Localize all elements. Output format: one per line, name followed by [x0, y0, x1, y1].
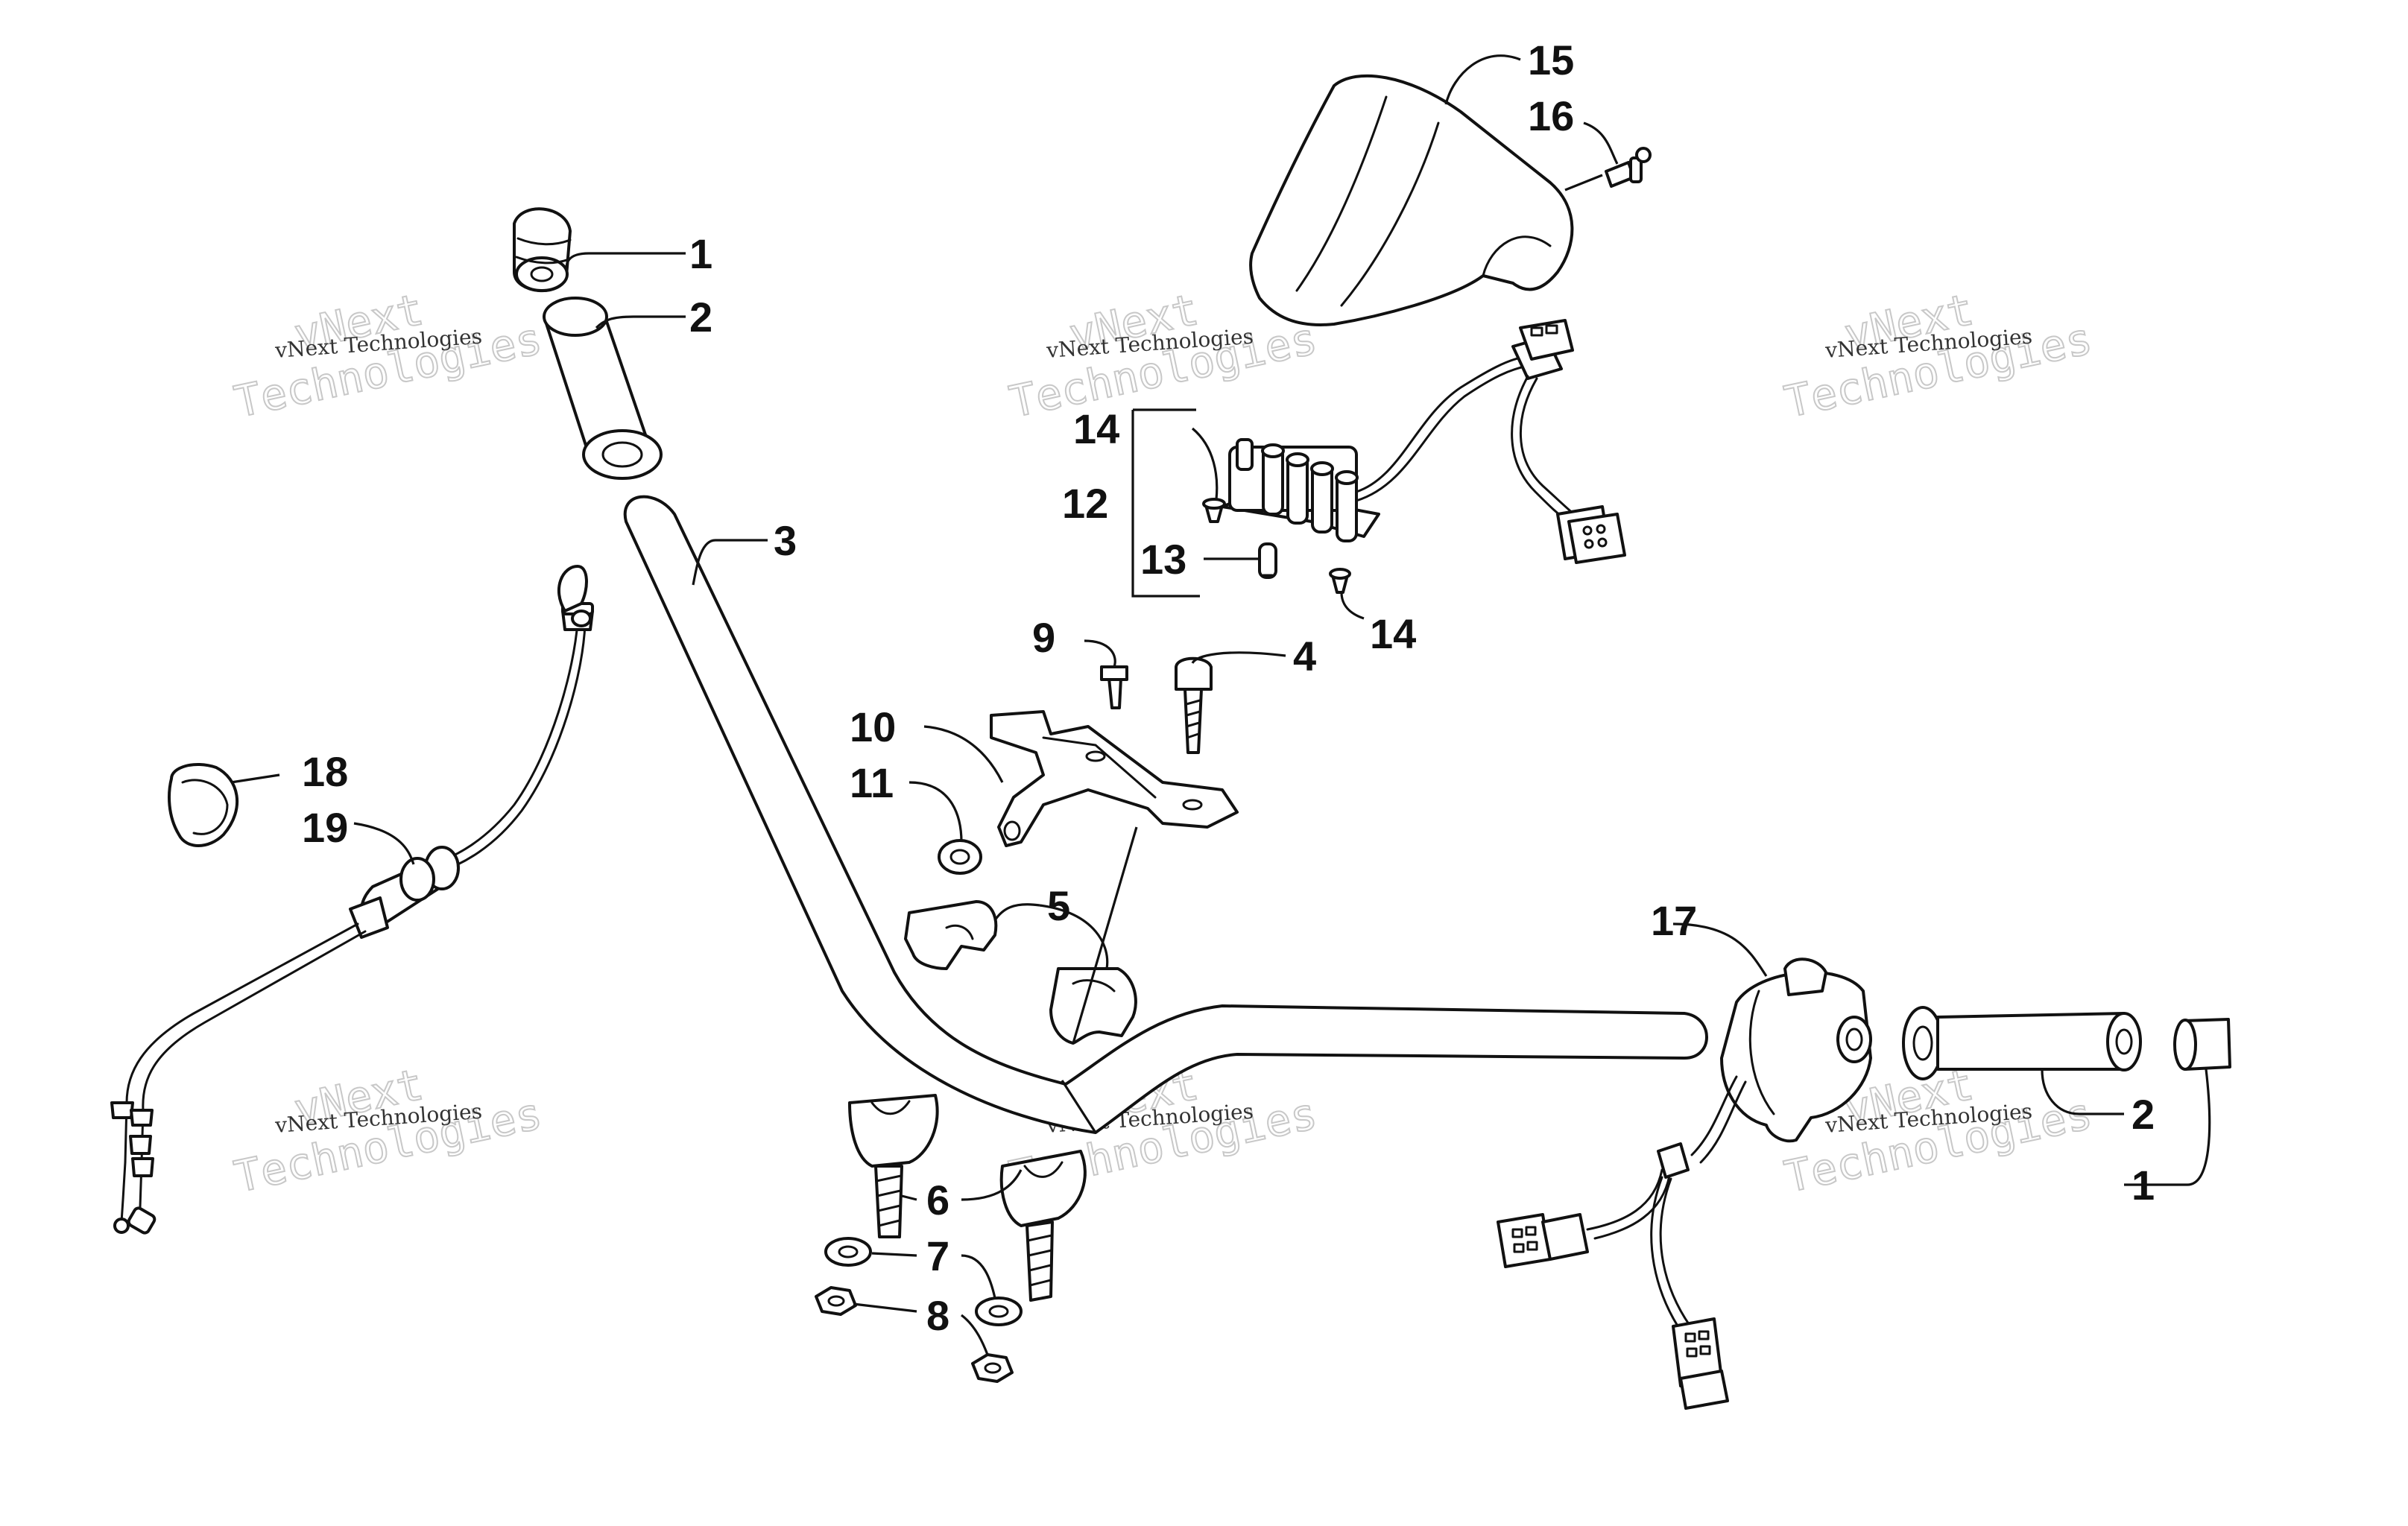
callout-13: 13 [1140, 536, 1186, 583]
upper-clamp [904, 900, 998, 970]
callout-17: 17 [1651, 897, 1697, 944]
callout-14-upper: 14 [1073, 405, 1119, 452]
connector-lower [1556, 505, 1626, 564]
windscreen-screw [1605, 147, 1652, 188]
riser [848, 1094, 939, 1238]
right-bar-end-cap [2173, 1018, 2231, 1071]
callout-bracket-12 [1131, 408, 1200, 598]
watermark-top-left: Technologies vNext vNext Technologies [230, 283, 547, 428]
cable-clip [168, 763, 238, 847]
left-bar-end-cap [513, 207, 572, 292]
indicator-bulb [1258, 542, 1277, 579]
callout-3: 3 [774, 517, 797, 564]
mounting-bracket [990, 710, 1239, 847]
riser [999, 1150, 1087, 1302]
nut [971, 1353, 1014, 1383]
right-switch-housing [1497, 957, 1872, 1410]
nut [815, 1286, 857, 1316]
callout-19: 19 [302, 804, 348, 851]
switch-mount-screw [1329, 568, 1351, 594]
callout-12: 12 [1062, 480, 1108, 527]
callout-5: 5 [1047, 882, 1070, 929]
washer [824, 1237, 872, 1267]
handlebar [623, 495, 1708, 1134]
callout-9: 9 [1032, 614, 1055, 661]
callout-18: 18 [302, 748, 348, 795]
callout-7: 7 [926, 1232, 949, 1279]
switch-knobs [1261, 443, 1359, 542]
callout-8: 8 [926, 1292, 949, 1339]
callout-4: 4 [1293, 633, 1316, 680]
bracket-bolt-small [1100, 665, 1128, 709]
watermark-top-right: Technologies vNext vNext Technologies [1780, 283, 2097, 428]
watermark-bottom-left: Technologies vNext vNext Technologies [230, 1058, 547, 1203]
switch-assembly [1221, 319, 1626, 564]
callout-1-right: 1 [2132, 1162, 2155, 1209]
right-grip [1902, 1006, 2142, 1080]
grommet [938, 839, 982, 875]
callout-1-left: 1 [689, 230, 712, 277]
leader-lines [230, 54, 2211, 1355]
callout-6: 6 [926, 1177, 949, 1223]
windscreen [1249, 74, 1574, 326]
callout-2-right: 2 [2132, 1091, 2155, 1138]
throttle-cable [110, 565, 594, 1235]
bracket-bolt-large [1175, 656, 1213, 754]
harness-connector-left [1497, 1213, 1589, 1268]
callout-11: 11 [850, 759, 894, 806]
callout-15: 15 [1528, 37, 1574, 83]
callout-14-lower: 14 [1370, 610, 1416, 657]
callout-10: 10 [850, 703, 896, 750]
upper-clamp [1049, 967, 1137, 1045]
switch-mount-screw [1202, 498, 1226, 523]
harness-connector-bottom [1672, 1317, 1729, 1410]
washer [975, 1297, 1023, 1326]
callout-2-left: 2 [689, 294, 712, 341]
callout-16: 16 [1528, 92, 1574, 139]
left-grip [543, 297, 663, 480]
callout-labels: 15 16 1 2 3 14 12 13 14 9 4 10 11 18 19 … [302, 37, 2155, 1339]
connector-upper [1511, 319, 1574, 380]
